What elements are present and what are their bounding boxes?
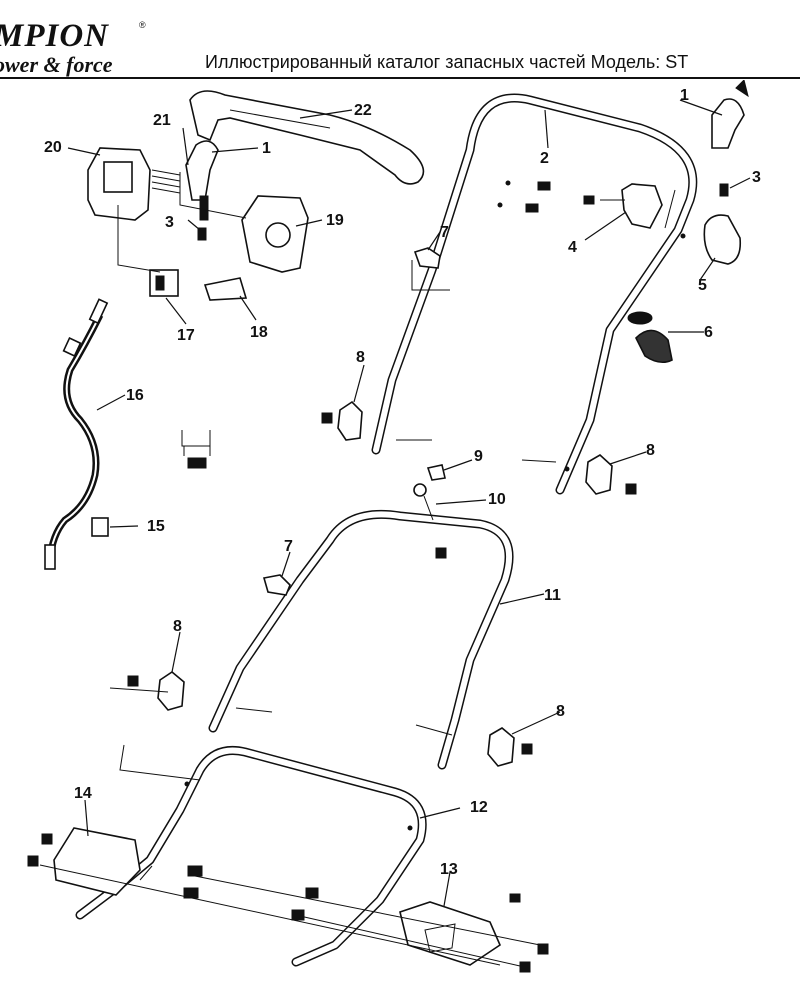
callout-1-left: 1	[262, 140, 271, 157]
callout-8-b: 8	[646, 442, 655, 459]
callout-16: 16	[126, 387, 144, 404]
callout-8-a: 8	[356, 349, 365, 366]
callout-8-d: 8	[556, 703, 565, 720]
knob-6-part	[627, 311, 673, 364]
knob-8-a	[321, 400, 432, 441]
left-housing-part	[87, 147, 151, 221]
callout-1-right: 1	[680, 87, 689, 104]
callout-20: 20	[44, 139, 62, 156]
callout-3-left: 3	[165, 214, 174, 231]
switch-block-part	[149, 269, 179, 297]
callout-14: 14	[74, 785, 92, 802]
callout-22: 22	[354, 102, 372, 119]
registered-mark: ®	[139, 20, 146, 30]
callout-7-upper: 7	[440, 224, 449, 241]
right-housing-part	[241, 195, 309, 273]
callout-21: 21	[153, 112, 171, 129]
callout-10: 10	[488, 491, 506, 508]
brake-lever-left	[185, 140, 219, 221]
fasteners	[27, 181, 729, 973]
knob-8-b	[521, 454, 637, 495]
leader-lines	[39, 99, 751, 967]
lower-handle-part	[75, 746, 427, 967]
top-bar-part	[189, 90, 425, 185]
exploded-parts-diagram: 1 1 2 3 3 4 5 6 7 7 8 8 8 8 9 10 11 12 1…	[27, 80, 761, 973]
clip-7-upper	[413, 247, 441, 269]
callout-13: 13	[440, 861, 458, 878]
callout-6: 6	[704, 324, 713, 341]
bracket-4-part	[621, 183, 663, 229]
callout-7-lower: 7	[284, 538, 293, 555]
callout-2: 2	[540, 150, 549, 167]
brand-logo: MPION ® ower & force	[0, 8, 166, 77]
callout-4: 4	[568, 239, 577, 256]
header-divider	[0, 77, 800, 79]
catalog-title: Иллюстрированный каталог запасных частей…	[205, 52, 689, 72]
callout-19: 19	[326, 212, 344, 229]
callout-labels: 1 1 2 3 3 4 5 6 7 7 8 8 8 8 9 10 11 12 1…	[44, 87, 761, 878]
cover-5-part	[703, 214, 742, 265]
cover-14-part	[53, 827, 141, 896]
callout-5: 5	[698, 277, 707, 294]
upper-handle-part	[371, 93, 698, 495]
clip-15-part	[91, 517, 109, 537]
callout-3-right: 3	[752, 169, 761, 186]
spring-part	[151, 169, 181, 194]
callout-8-c: 8	[173, 618, 182, 635]
brand-name: MPION	[0, 18, 110, 54]
knob-8-c	[127, 671, 273, 713]
control-cable-part	[44, 298, 109, 570]
terminal-part	[203, 277, 248, 301]
callout-15: 15	[147, 518, 165, 535]
knob-8-d	[415, 724, 533, 767]
callout-11: 11	[544, 587, 561, 604]
brake-lever-right	[711, 80, 749, 149]
callout-17: 17	[177, 327, 195, 344]
callout-18: 18	[250, 324, 268, 341]
clip-7-lower	[262, 574, 291, 596]
brand-tagline: ower & force	[0, 52, 113, 77]
nut-9-part	[426, 464, 446, 481]
eye-bolt-10-part	[413, 483, 434, 521]
callout-12: 12	[470, 799, 488, 816]
middle-handle-part	[208, 509, 514, 770]
callout-9: 9	[474, 448, 483, 465]
